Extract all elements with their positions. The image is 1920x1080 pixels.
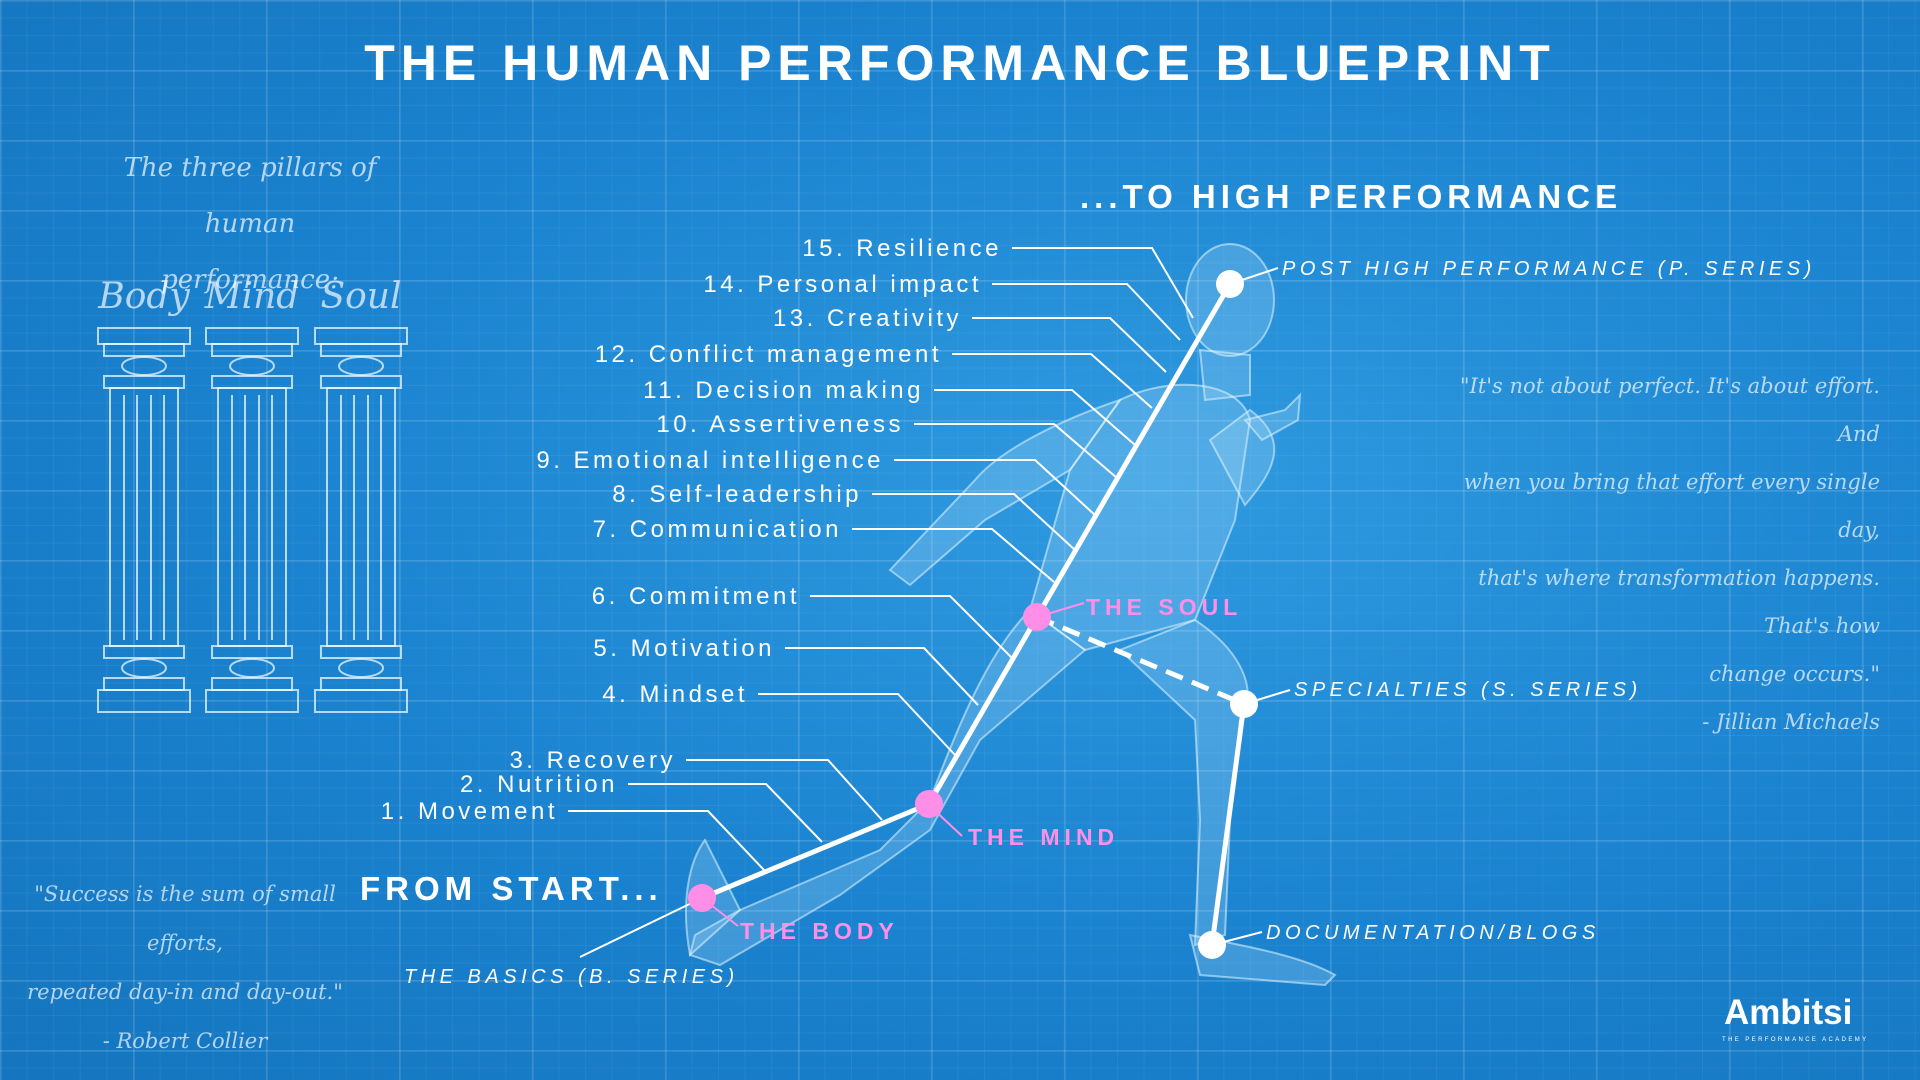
quote-jillian-michaels: "It's not about perfect. It's about effo… — [1420, 362, 1880, 746]
series-post-label: POST HIGH PERFORMANCE (P. SERIES) — [1282, 258, 1816, 280]
skill-3: 3. Recovery — [509, 747, 676, 774]
quote-left-author: - Robert Collier — [102, 1029, 268, 1053]
pillar-label-body: Body — [98, 276, 190, 317]
node-mind — [915, 790, 943, 818]
leader-6 — [810, 595, 1015, 661]
node-docs — [1198, 931, 1226, 959]
pillars-intro: The three pillars of human performance: — [120, 140, 380, 308]
node-post — [1216, 270, 1244, 298]
quote-right-line3: that's where transformation happens. Tha… — [1478, 566, 1880, 638]
leader-4 — [758, 693, 957, 757]
skill-14: 14. Personal impact — [703, 271, 982, 298]
stage-soul-label: THE SOUL — [1086, 594, 1243, 620]
node-specialties — [1230, 690, 1258, 718]
skill-15: 15. Resilience — [802, 235, 1002, 262]
pillars-drawing — [97, 327, 408, 713]
leader-8 — [872, 493, 1076, 551]
heading-to-high-performance: ...TO HIGH PERFORMANCE — [1080, 178, 1623, 215]
leader-3 — [686, 759, 883, 821]
skill-10: 10. Assertiveness — [656, 411, 904, 438]
pillar-label-soul: Soul — [320, 276, 402, 317]
brand-tagline: THE PERFORMANCE ACADEMY — [1722, 1037, 1869, 1043]
leader-basics — [579, 897, 703, 958]
leader-12 — [952, 353, 1153, 409]
pillar-mind — [205, 327, 299, 713]
skill-2: 2. Nutrition — [459, 771, 618, 798]
pillars-intro-line2: human performance: — [161, 209, 339, 295]
skill-7: 7. Communication — [592, 516, 842, 543]
series-docs-label: DOCUMENTATION/BLOGS — [1266, 922, 1600, 944]
quote-robert-collier: "Success is the sum of small efforts, re… — [20, 870, 350, 1066]
skill-4: 4. Mindset — [602, 681, 748, 708]
pillar-body — [97, 327, 191, 713]
leader-7 — [852, 528, 1055, 583]
skill-11: 11. Decision making — [643, 377, 924, 404]
skill-8: 8. Self-leadership — [612, 481, 862, 508]
leader-2 — [628, 783, 823, 843]
pillar-soul — [314, 327, 408, 713]
quote-right-line4: change occurs." — [1709, 662, 1880, 686]
leader-15 — [1012, 247, 1194, 319]
skill-13: 13. Creativity — [772, 305, 962, 332]
leader-10 — [914, 423, 1118, 479]
leader-11 — [934, 389, 1136, 446]
skill-1: 1. Movement — [380, 798, 558, 825]
skill-12: 12. Conflict management — [594, 341, 942, 368]
leader-14 — [992, 283, 1181, 341]
skill-9: 9. Emotional intelligence — [536, 447, 884, 474]
quote-right-line2: when you bring that effort every single … — [1463, 470, 1880, 542]
node-body — [688, 884, 716, 912]
page-title: THE HUMAN PERFORMANCE BLUEPRINT — [364, 35, 1556, 91]
series-basics-label: THE BASICS (B. SERIES) — [404, 966, 739, 988]
leader-9 — [894, 459, 1097, 517]
leader-13 — [972, 317, 1167, 373]
pillar-label-mind: Mind — [204, 276, 300, 317]
skill-6: 6. Commitment — [591, 583, 800, 610]
stage-mind-label: THE MIND — [968, 824, 1120, 850]
skill-leader-lines — [568, 247, 1291, 958]
skill-5: 5. Motivation — [593, 635, 775, 662]
heading-from-start: FROM START... — [360, 870, 663, 907]
leader-1 — [568, 810, 765, 871]
stage-body-label: THE BODY — [740, 918, 899, 944]
quote-right-author: - Jillian Michaels — [1702, 710, 1880, 734]
performance-path — [701, 282, 1247, 946]
leader-5 — [785, 647, 979, 706]
quote-right-line1: "It's not about perfect. It's about effo… — [1459, 374, 1880, 446]
series-specialties-label: SPECIALTIES (S. SERIES) — [1294, 679, 1642, 701]
quote-left-line1: "Success is the sum of small efforts, — [34, 882, 336, 955]
node-soul — [1023, 603, 1051, 631]
quote-left-line2: repeated day-in and day-out." — [27, 980, 343, 1004]
pillars-intro-line1: The three pillars of — [123, 153, 377, 183]
brand-logo: Ambitsi — [1724, 993, 1853, 1032]
